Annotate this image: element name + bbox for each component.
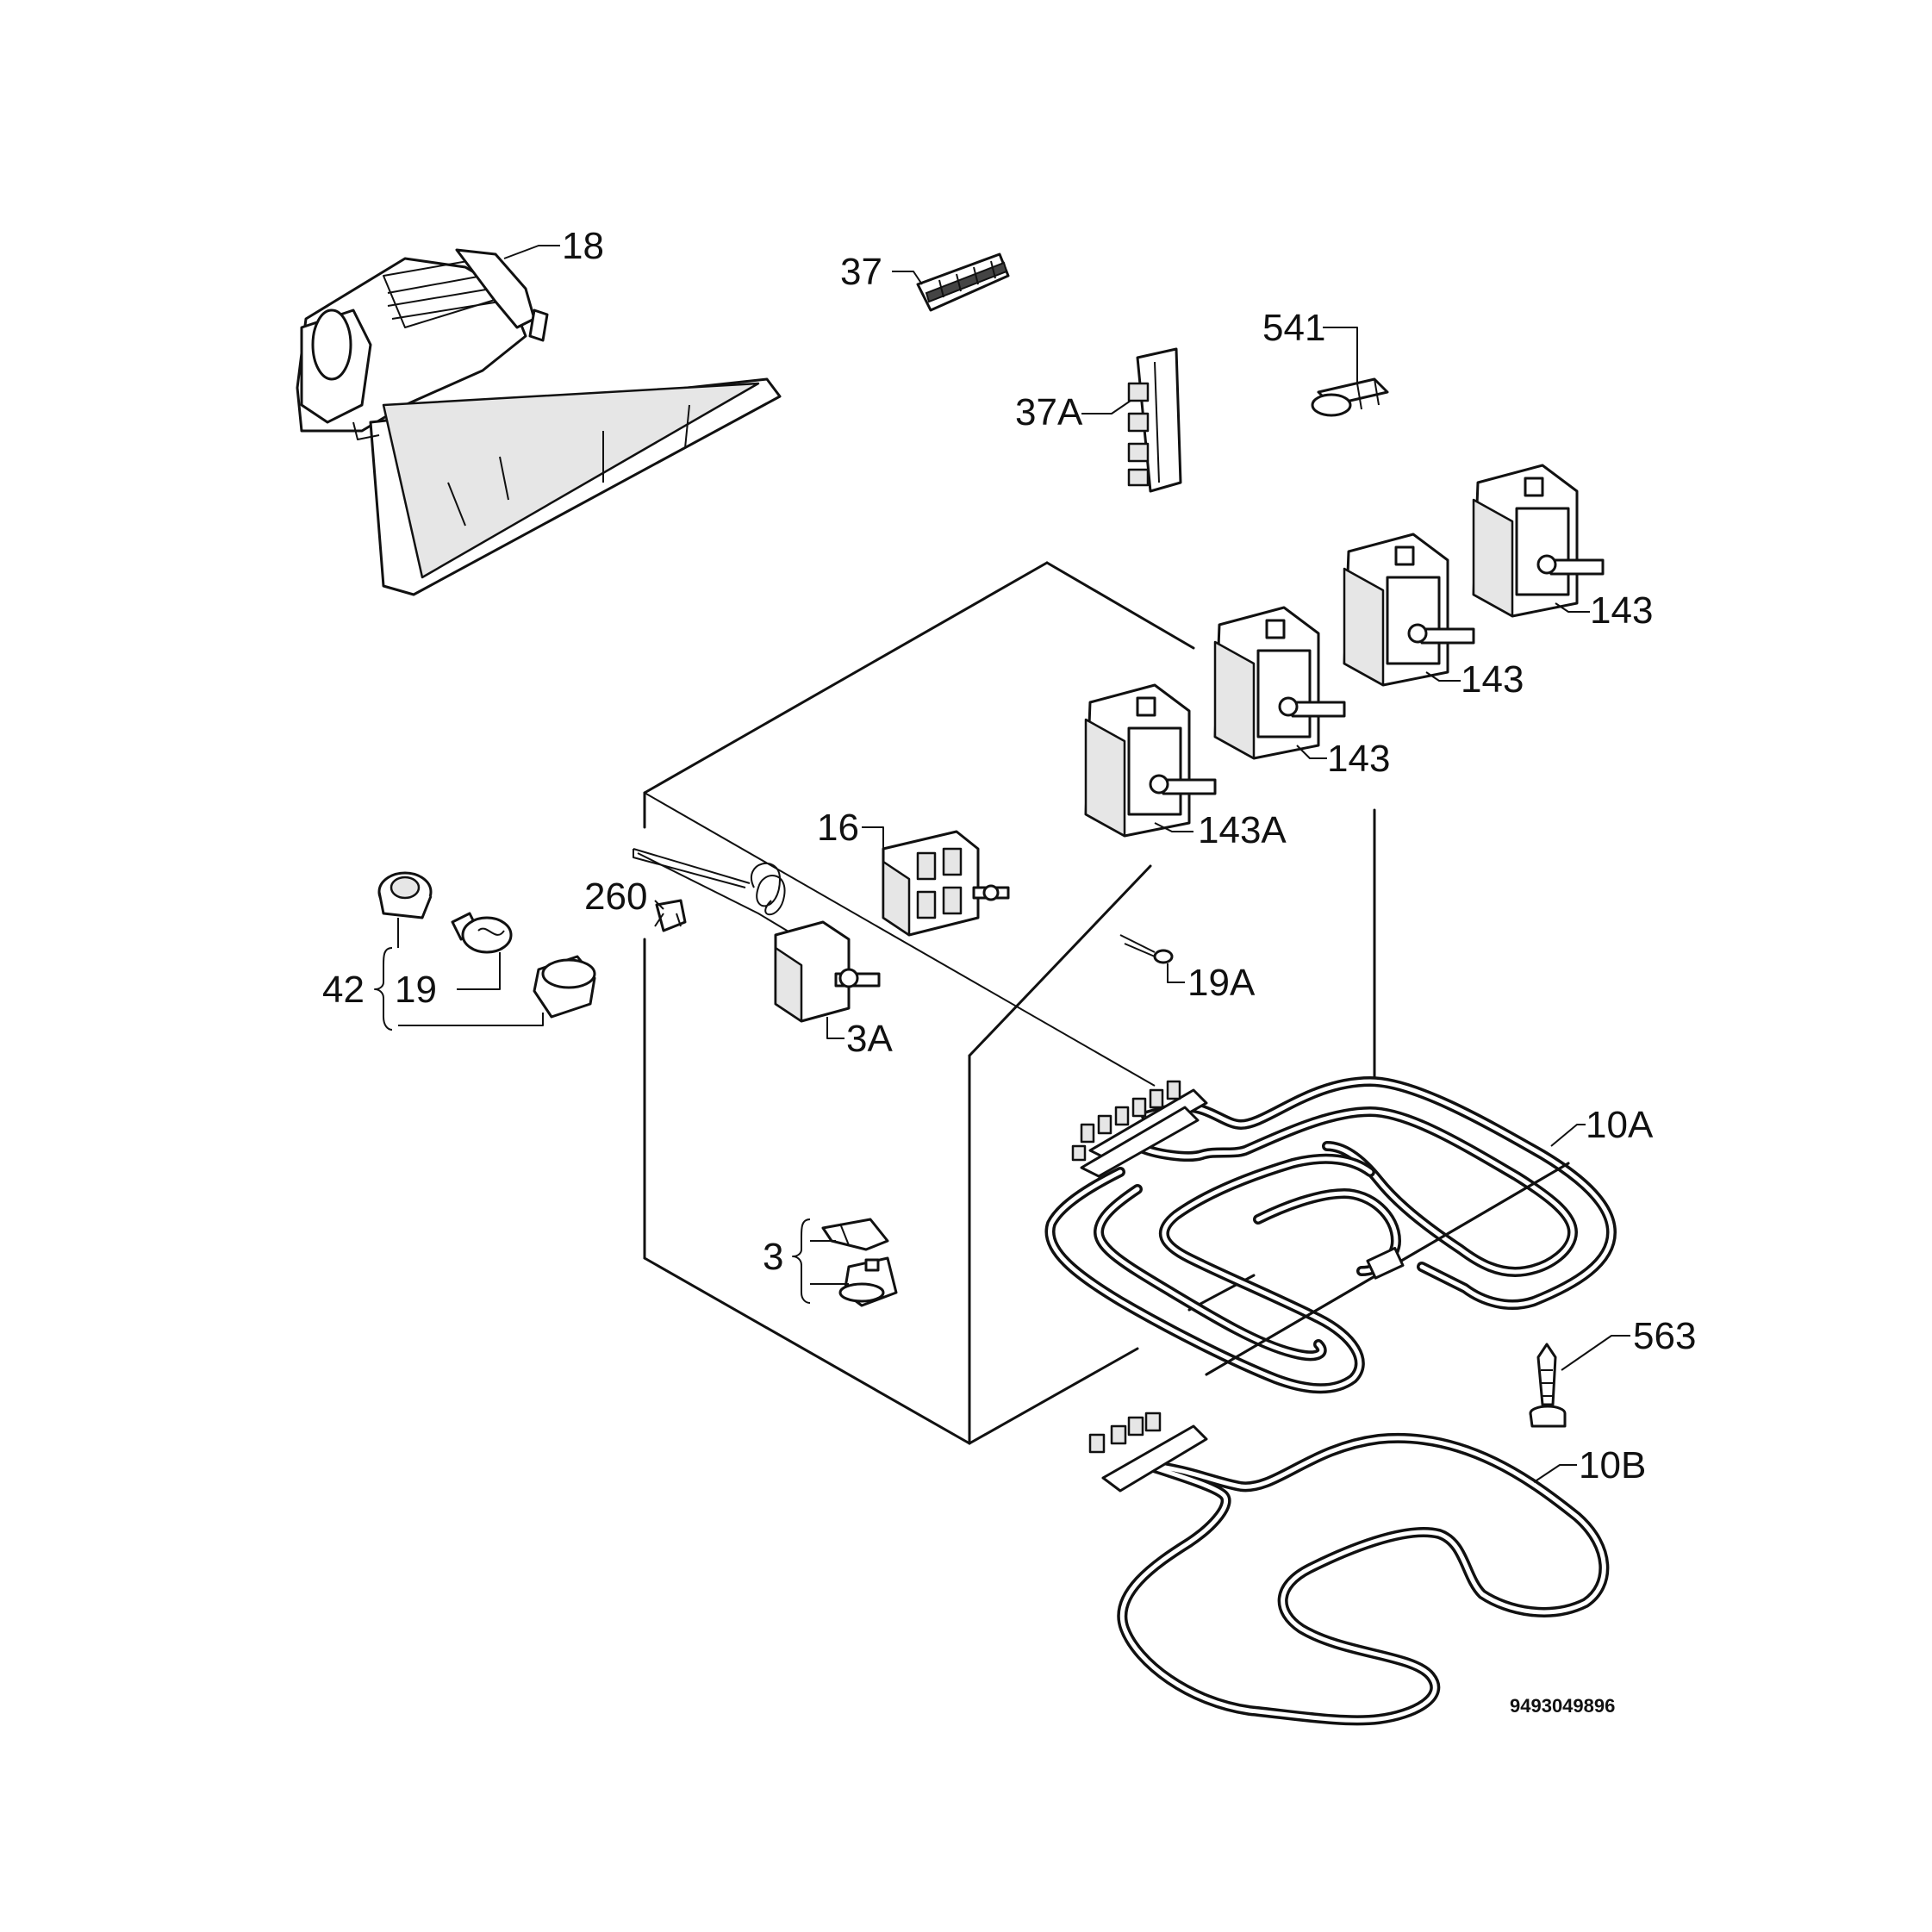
lamp-19a (1119, 934, 1174, 964)
grill-element-10b (1088, 1412, 1610, 1726)
callout-37: 37 (840, 251, 882, 293)
leader-541 (1323, 327, 1358, 383)
callout-10a: 10A (1586, 1104, 1654, 1146)
lamp-cover (533, 955, 596, 1019)
leader-143-a (1555, 602, 1590, 613)
terminal-block-37 (916, 252, 1010, 312)
leader-19a (1167, 963, 1185, 983)
energy-regulator-main (1084, 683, 1217, 838)
callout-19a: 19A (1187, 962, 1256, 1004)
callout-541: 541 (1262, 307, 1325, 349)
leader-3a (826, 1017, 844, 1039)
terminal-block-37a (1127, 347, 1182, 493)
leader-260 (654, 900, 664, 910)
safety-thermostat-3 (821, 1218, 898, 1307)
sensor-clip-260 (654, 899, 687, 932)
leader-37 (892, 271, 923, 285)
heating-element-10a (1044, 1076, 1617, 1394)
callout-10b: 10B (1579, 1444, 1646, 1486)
fan-shroud-assembly (296, 248, 782, 596)
callout-3: 3 (763, 1236, 783, 1278)
leader-143-c (1296, 745, 1327, 759)
callout-143-c: 143 (1327, 738, 1390, 780)
lamp-holder (377, 871, 433, 919)
energy-regulator-3 (1343, 533, 1475, 687)
selector-switch-16 (882, 830, 1010, 937)
energy-regulator-2 (1213, 606, 1346, 760)
callout-143-b: 143 (1461, 658, 1524, 701)
drawing-number: 9493049896 (1510, 1695, 1615, 1717)
callout-563: 563 (1633, 1315, 1696, 1357)
leader-16 (862, 826, 884, 849)
leader-143a (1154, 822, 1193, 832)
leader-563 (1561, 1335, 1630, 1371)
group-brace-42 (374, 947, 393, 1031)
callout-19: 19 (395, 969, 437, 1011)
thermostat-3a (633, 848, 881, 1023)
callout-260: 260 (584, 876, 647, 918)
callout-143-a: 143 (1590, 589, 1653, 632)
callout-37a: 37A (1015, 391, 1083, 433)
lamp-bulb (451, 912, 513, 954)
callout-18: 18 (562, 225, 604, 267)
leader-18 (503, 245, 560, 259)
group-brace-3 (792, 1218, 811, 1304)
part-541 (1311, 377, 1389, 417)
callout-42: 42 (322, 969, 365, 1011)
leader-10b (1533, 1464, 1577, 1483)
callout-3a: 3A (846, 1018, 893, 1060)
leader-42-cover (398, 1013, 544, 1026)
callout-143a: 143A (1198, 809, 1287, 851)
leader-19-bulb (457, 952, 501, 990)
leader-10a (1550, 1124, 1586, 1147)
leader-143-b (1425, 671, 1461, 682)
energy-regulator-4 (1472, 464, 1605, 618)
fixing-screw-563 (1529, 1343, 1567, 1428)
callout-16: 16 (817, 807, 859, 849)
leader-37a (1081, 400, 1131, 414)
